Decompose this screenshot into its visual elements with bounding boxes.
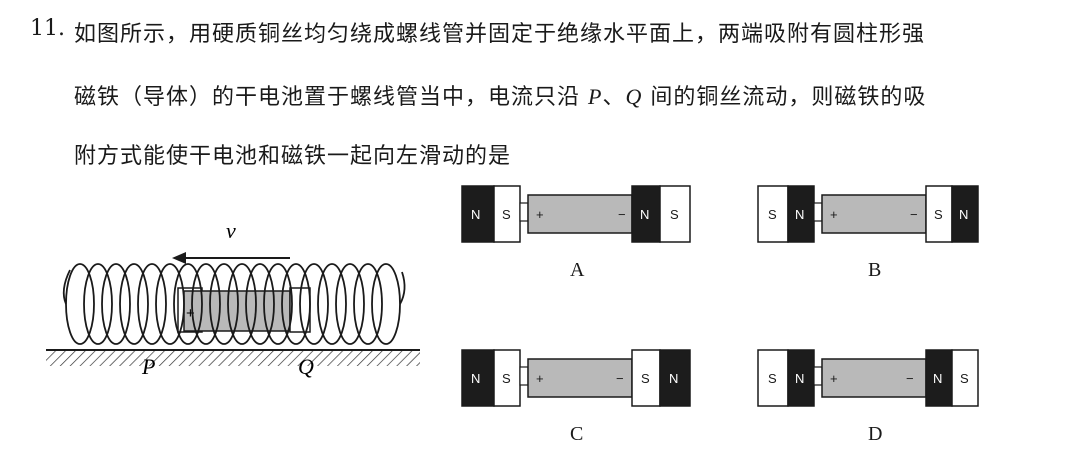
question-number: 11. [30,16,65,41]
option-d[interactable]: S N + − N S D [757,349,979,445]
option-a-label: A [570,259,585,281]
question-sep: 、 [602,85,626,110]
point-q-ref: Q [625,84,643,109]
velocity-arrow [172,252,290,264]
option-c-left-pole-2: S [502,371,511,386]
inner-battery-plus: + [186,305,195,322]
option-a[interactable]: N S + − N S A [461,185,691,281]
option-a-plus: + [536,207,544,222]
option-a-right-pole-2: S [670,207,679,222]
question-line-2b: 间的铜丝流动，则磁铁的吸 [642,85,927,110]
option-c-right-pole-1: S [641,371,650,386]
option-c-left-pole-1: N [471,371,480,386]
solenoid-coils [62,263,406,345]
option-c-plus: + [536,371,544,386]
option-b-plus: + [830,207,838,222]
option-b-left-pole-1: S [768,207,777,222]
option-c[interactable]: N S + − S N C [461,349,691,445]
option-d-left-pole-2: N [795,371,804,386]
question-line-2a: 磁铁（导体）的干电池置于螺线管当中，电流只沿 [74,85,588,110]
point-q-label: Q [298,354,314,379]
option-b-right-pole-2: N [959,207,968,222]
option-d-minus: − [906,371,914,386]
option-d-plus: + [830,371,838,386]
option-d-right-pole-1: N [933,371,942,386]
option-b-label: B [868,259,881,281]
option-a-minus: − [618,207,626,222]
option-a-right-pole-1: N [640,207,649,222]
solenoid-figure: v + [46,218,420,379]
option-d-right-pole-2: S [960,371,969,386]
option-c-label: C [570,423,583,445]
point-p-label: P [141,354,155,379]
point-p-ref: P [588,84,603,109]
option-a-left-pole-1: N [471,207,480,222]
option-b[interactable]: S N + − S N B [757,185,979,281]
question-line-3: 附方式能使干电池和磁铁一起向左滑动的是 [74,144,512,169]
option-c-right-pole-2: N [669,371,678,386]
option-d-label: D [868,423,882,445]
question-line-1: 如图所示，用硬质铜丝均匀绕成螺线管并固定于绝缘水平面上，两端吸附有圆柱形强 [74,22,926,47]
option-b-left-pole-2: N [795,207,804,222]
option-d-left-pole-1: S [768,371,777,386]
option-b-right-pole-1: S [934,207,943,222]
option-b-minus: − [910,207,918,222]
option-c-minus: − [616,371,624,386]
ground-hatch [46,350,420,366]
question-line-2: 磁铁（导体）的干电池置于螺线管当中，电流只沿 P、Q 间的铜丝流动，则磁铁的吸 [74,79,926,111]
velocity-label: v [226,218,236,243]
option-a-left-pole-2: S [502,207,511,222]
